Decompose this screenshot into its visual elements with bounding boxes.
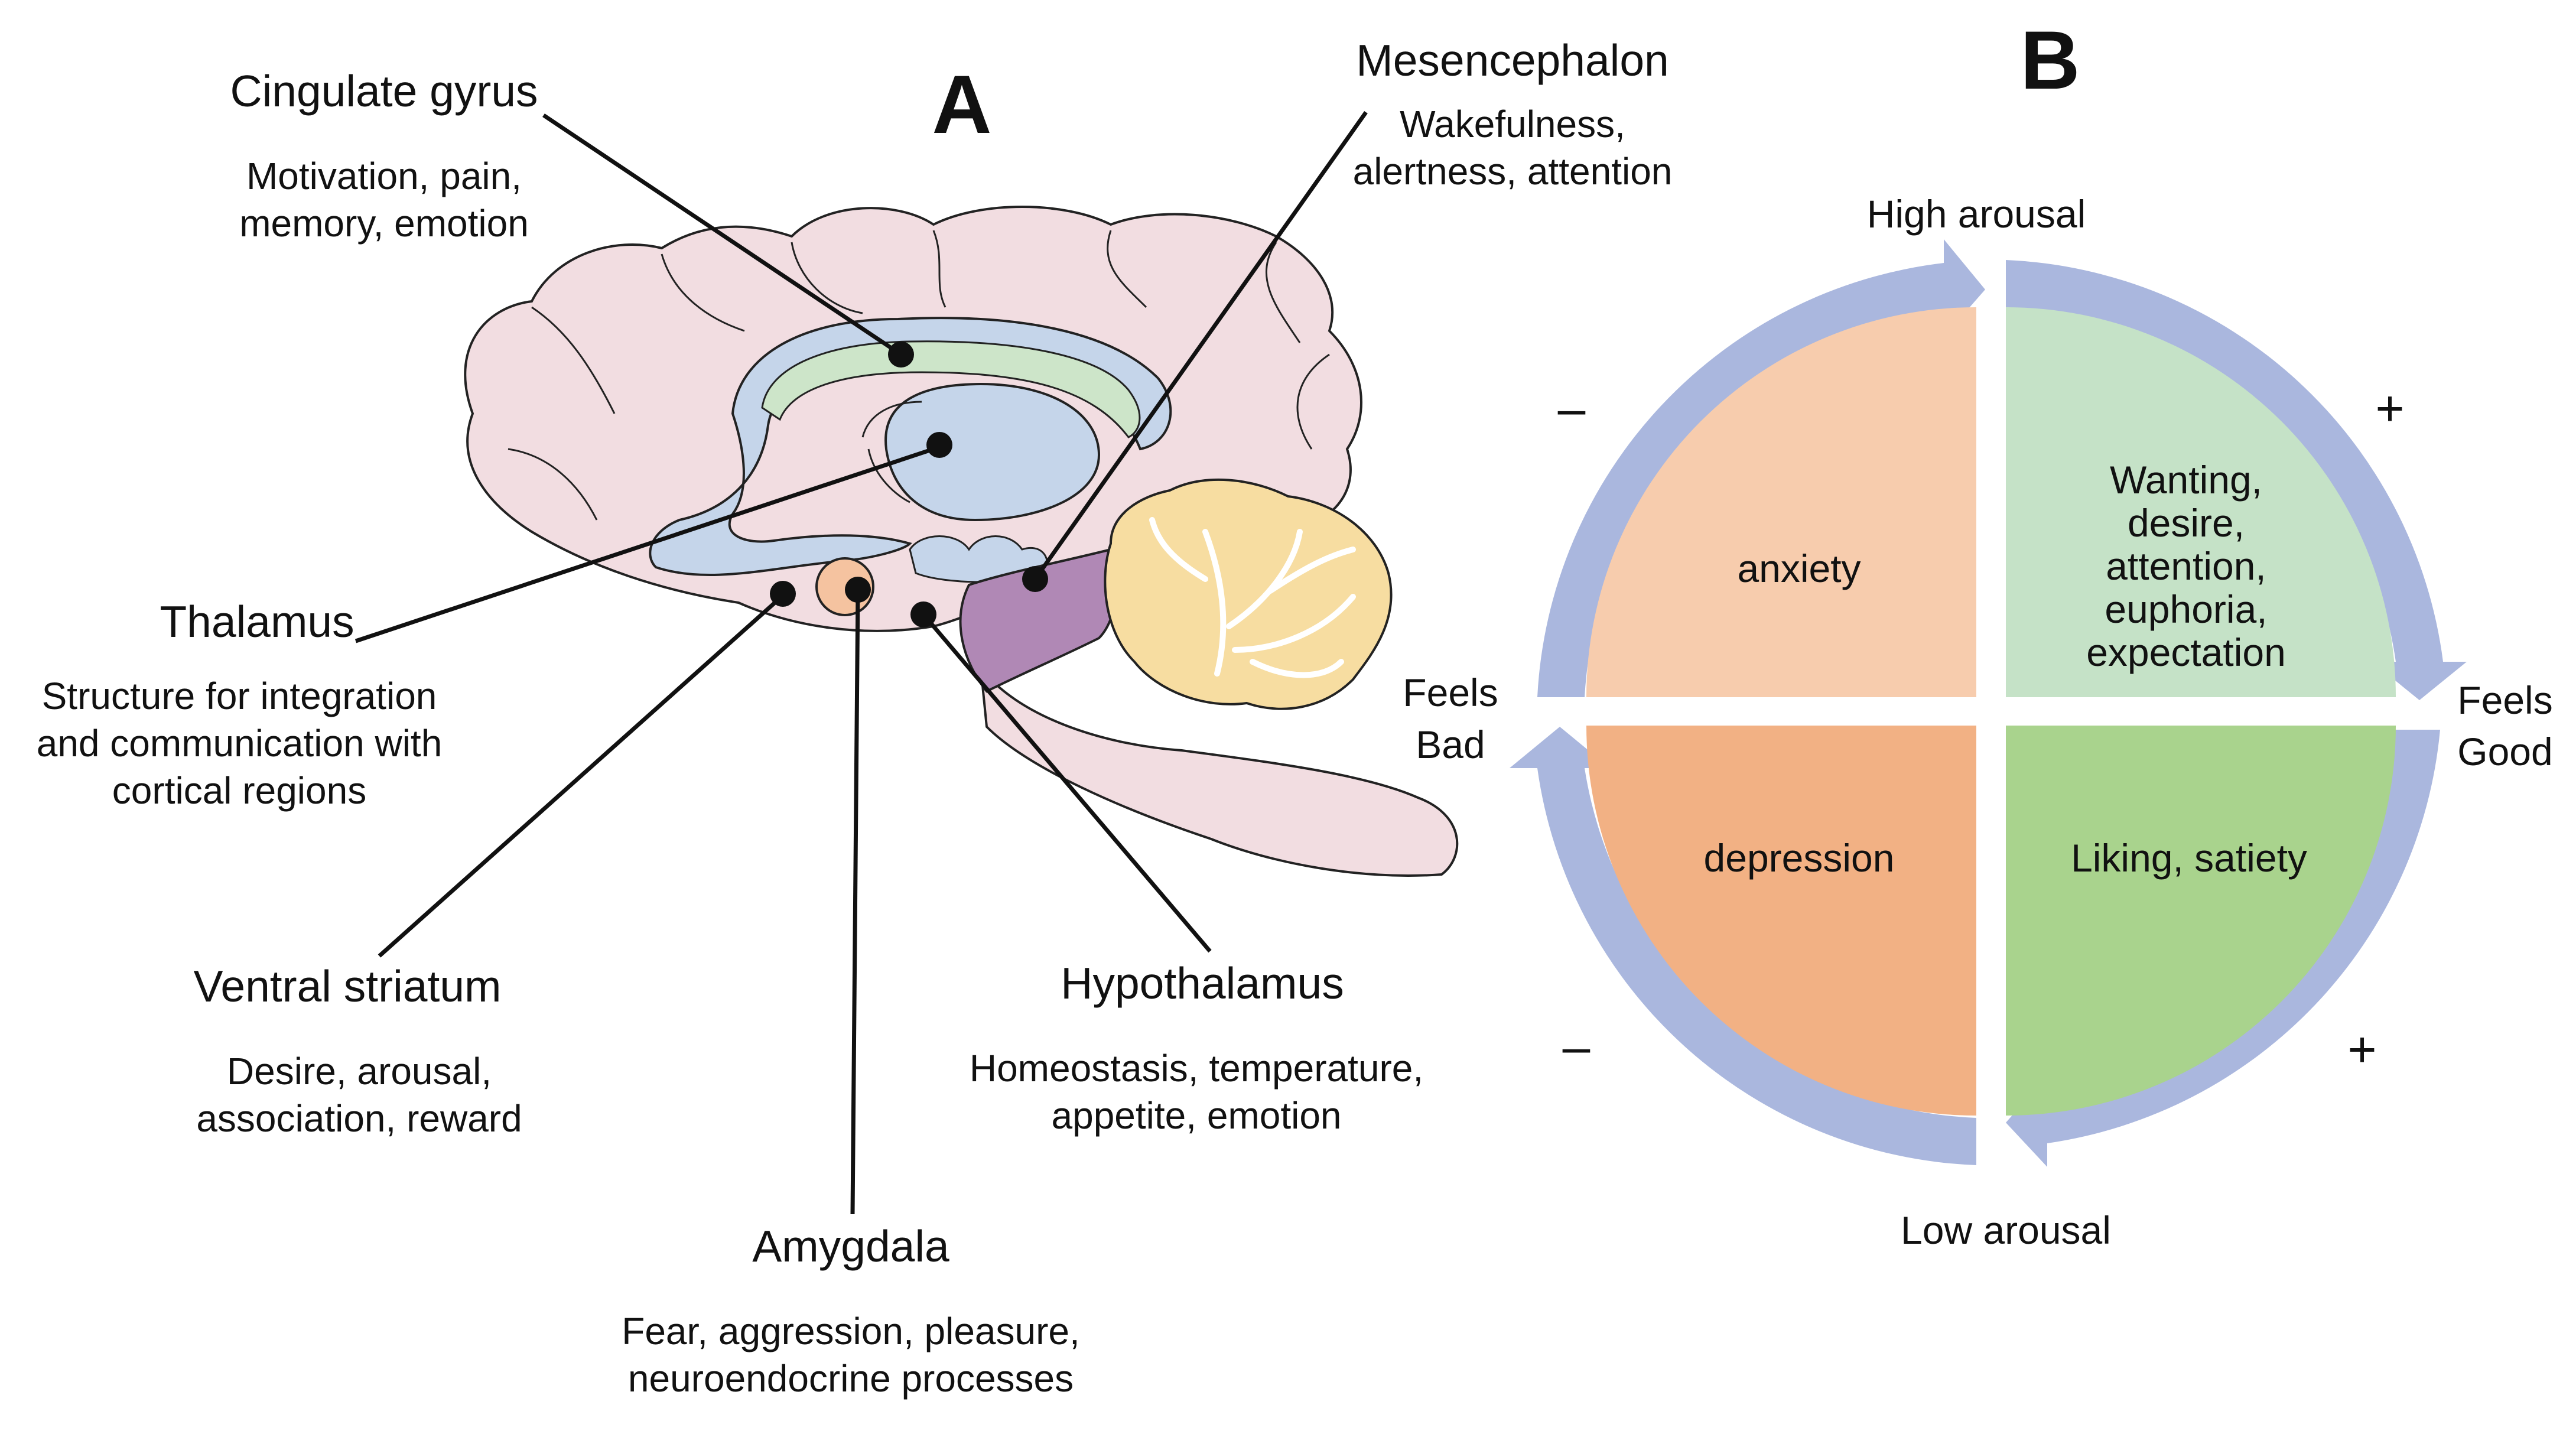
gyri-lines bbox=[508, 230, 1330, 521]
axis-label-feels-good: Feels Good bbox=[2457, 678, 2552, 773]
sign-bottom-left: – bbox=[1563, 1019, 1591, 1074]
region-title: Thalamus bbox=[160, 597, 354, 646]
axis-label-feels-bad: Feels Bad bbox=[1403, 671, 1498, 766]
quadrant-anxiety bbox=[1586, 307, 1976, 697]
sign-bottom-right: + bbox=[2347, 1022, 2376, 1077]
region-title: Hypothalamus bbox=[1061, 958, 1344, 1008]
region-desc-line: cortical regions bbox=[112, 769, 366, 812]
quadrant-text-line: desire, bbox=[2128, 501, 2245, 545]
region-title: Amygdala bbox=[752, 1221, 949, 1271]
dot-ventral-striatum bbox=[770, 581, 796, 607]
region-desc-line: Fear, aggression, pleasure, bbox=[622, 1310, 1080, 1352]
sign-top-left: – bbox=[1558, 381, 1586, 436]
arrow-top-right bbox=[2006, 260, 2467, 700]
region-label-mesencephalon: Mesencephalon Wakefulness, alertness, at… bbox=[1353, 35, 1673, 193]
axis-label-line: Feels bbox=[2457, 678, 2552, 722]
axis-label-line: Good bbox=[2457, 730, 2552, 773]
panel-a-letter: A bbox=[932, 58, 991, 151]
region-desc-line: Structure for integration bbox=[42, 675, 437, 717]
quadrant-liking bbox=[2006, 726, 2396, 1116]
cingulate-region bbox=[761, 340, 1141, 438]
region-title: Cingulate gyrus bbox=[230, 66, 538, 116]
dot-cingulate bbox=[888, 342, 914, 368]
quadrant-depression bbox=[1586, 726, 1976, 1116]
dot-mesencephalon bbox=[1022, 566, 1048, 592]
quadrant-anxiety-label: anxiety bbox=[1737, 547, 1861, 590]
leader-amygdala bbox=[850, 590, 860, 1215]
panel-b: B anxiety Wanting, desire, attention, eu… bbox=[1403, 14, 2552, 1252]
thalamus-region bbox=[884, 382, 1101, 522]
quadrants bbox=[1586, 307, 2396, 1116]
dot-amygdala bbox=[845, 577, 871, 603]
region-desc-line: appetite, emotion bbox=[1052, 1094, 1342, 1137]
cerebellum-branches bbox=[1149, 517, 1356, 678]
axis-label-low-arousal: Low arousal bbox=[1901, 1208, 2111, 1252]
region-desc-line: memory, emotion bbox=[239, 202, 529, 245]
region-label-hypothalamus: Hypothalamus Homeostasis, temperature, a… bbox=[970, 958, 1423, 1137]
region-desc-line: association, reward bbox=[196, 1097, 522, 1140]
region-desc-line: Motivation, pain, bbox=[246, 155, 522, 197]
cycle-arrows bbox=[1510, 239, 2467, 1167]
region-desc-line: Homeostasis, temperature, bbox=[970, 1047, 1423, 1090]
panel-b-letter: B bbox=[2020, 14, 2080, 106]
arrow-bottom-right bbox=[2006, 730, 2440, 1167]
quadrant-text-line: attention, bbox=[2106, 544, 2266, 588]
dot-hypothalamus bbox=[910, 601, 936, 627]
region-title: Mesencephalon bbox=[1356, 35, 1669, 85]
axis-label-line: Bad bbox=[1416, 723, 1485, 766]
arrow-bottom-left bbox=[1510, 727, 1976, 1165]
region-label-thalamus: Thalamus Structure for integration and c… bbox=[37, 597, 443, 812]
panel-a: A bbox=[37, 35, 1673, 1400]
region-desc-line: and communication with bbox=[37, 722, 443, 765]
region-label-cingulate: Cingulate gyrus Motivation, pain, memory… bbox=[230, 66, 538, 245]
thalamus-contour bbox=[861, 401, 922, 503]
leader-lines bbox=[354, 110, 1368, 1215]
quadrant-text-line: expectation bbox=[2086, 630, 2286, 674]
axis-label-line: Feels bbox=[1403, 671, 1498, 714]
region-desc-line: neuroendocrine processes bbox=[628, 1357, 1074, 1400]
region-desc-line: Desire, arousal, bbox=[227, 1050, 492, 1092]
region-desc-line: alertness, attention bbox=[1353, 150, 1673, 193]
mesencephalon-region bbox=[959, 548, 1118, 693]
leader-mesencephalon bbox=[1033, 110, 1368, 581]
quadrant-text-line: Wanting, bbox=[2110, 458, 2262, 502]
arrow-top-left bbox=[1537, 239, 1985, 697]
region-desc-line: Wakefulness, bbox=[1400, 103, 1625, 145]
axis-label-high-arousal: High arousal bbox=[1867, 192, 2086, 236]
quadrant-wanting-label: Wanting, desire, attention, euphoria, ex… bbox=[2086, 458, 2286, 674]
leader-ventral-striatum bbox=[378, 594, 785, 958]
quadrant-liking-label: Liking, satiety bbox=[2071, 836, 2307, 880]
brain-illustration bbox=[354, 110, 1459, 1215]
cerebellum-region bbox=[1104, 478, 1393, 710]
dot-thalamus bbox=[926, 432, 952, 458]
region-label-ventral-striatum: Ventral striatum Desire, arousal, associ… bbox=[193, 961, 522, 1140]
leader-hypothalamus bbox=[922, 613, 1212, 953]
marker-dots bbox=[770, 342, 1048, 627]
region-label-amygdala: Amygdala Fear, aggression, pleasure, neu… bbox=[622, 1221, 1080, 1400]
quadrant-depression-label: depression bbox=[1704, 836, 1895, 880]
region-title: Ventral striatum bbox=[193, 961, 501, 1011]
sign-top-right: + bbox=[2375, 381, 2404, 436]
leader-cingulate bbox=[542, 113, 902, 356]
brainstem bbox=[979, 664, 1459, 877]
quadrant-text-line: euphoria, bbox=[2105, 587, 2267, 631]
leader-thalamus bbox=[354, 444, 944, 643]
quadrant-wanting bbox=[2006, 307, 2396, 697]
